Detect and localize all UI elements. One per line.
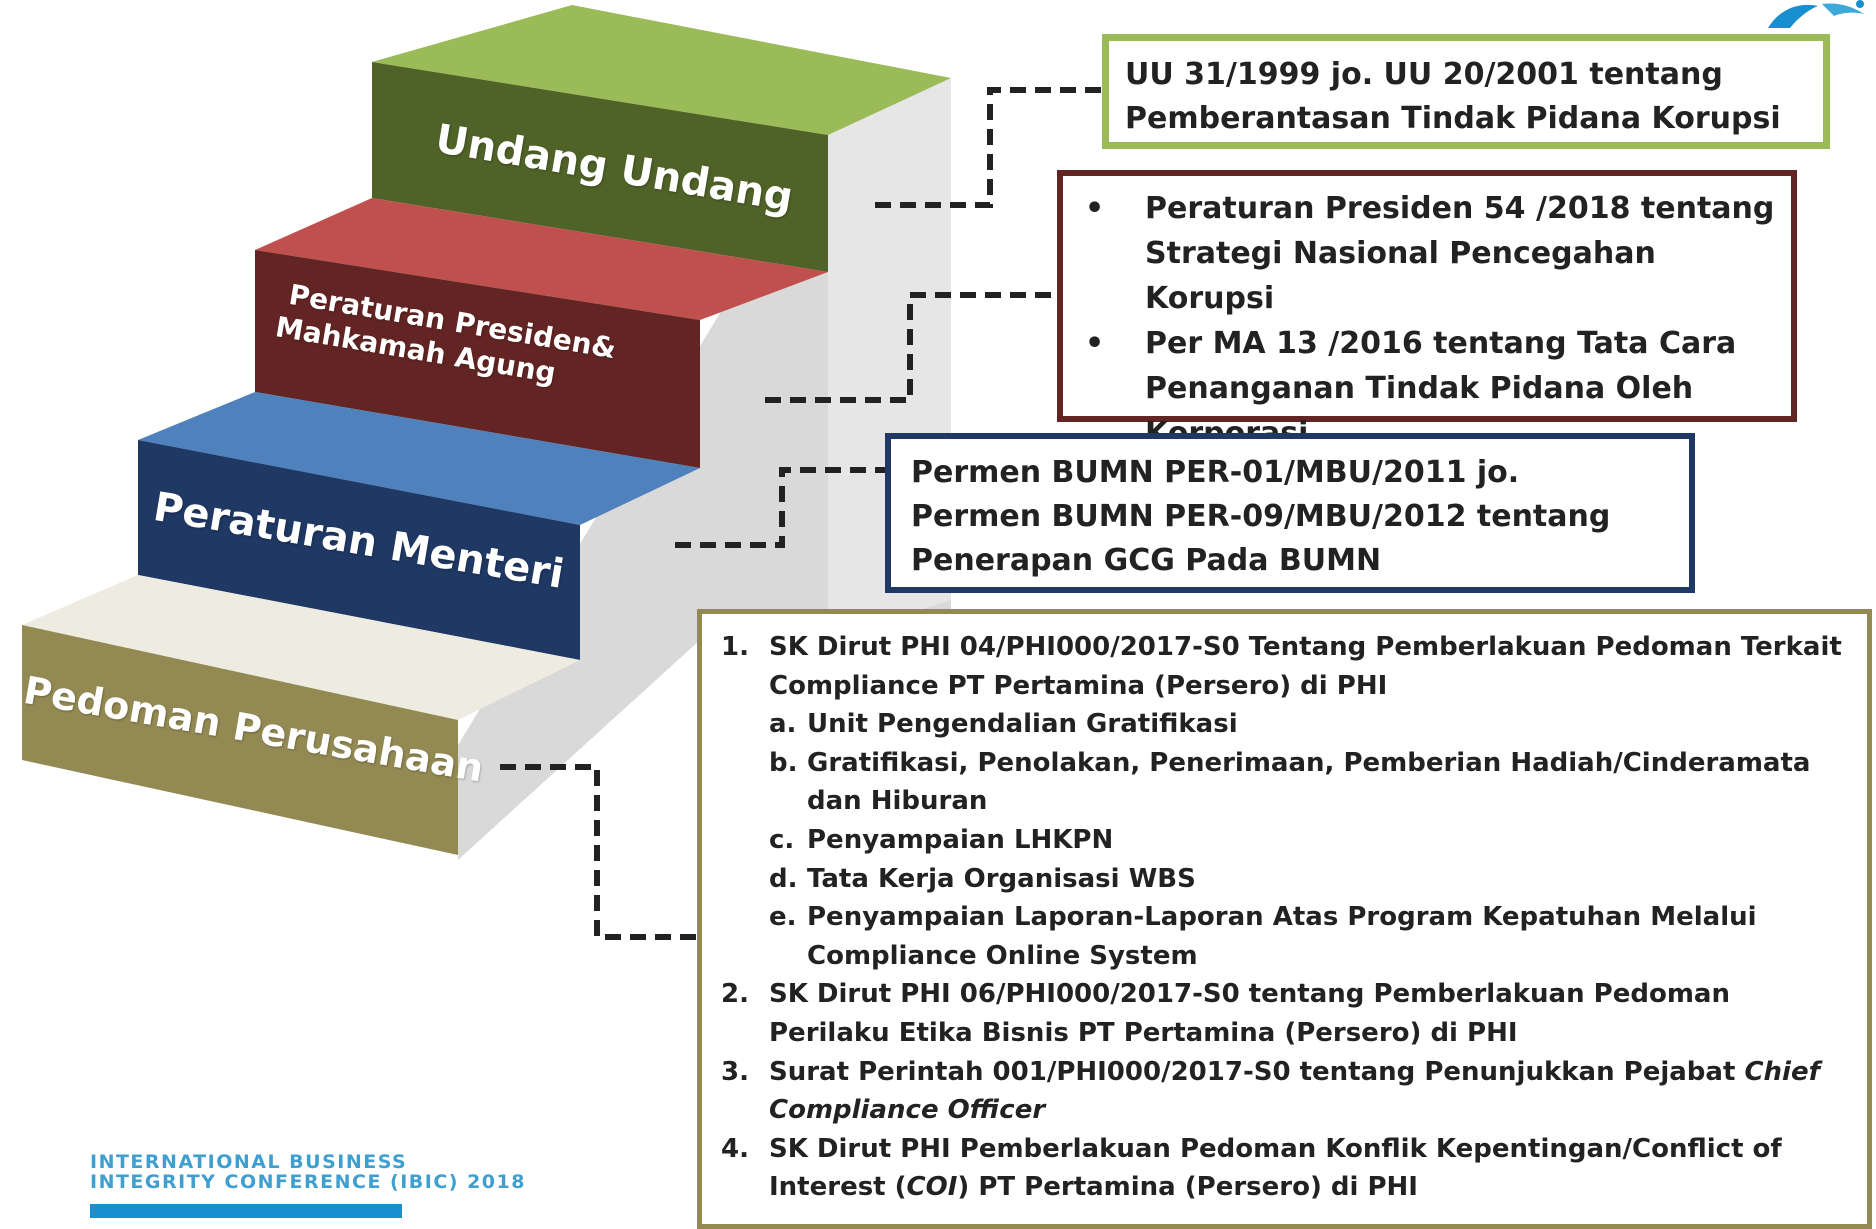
pedoman-item-4-text: SK Dirut PHI Pemberlakuan Pedoman Konfli… (769, 1133, 1782, 1203)
pedoman-item-1: 1. SK Dirut PHI 04/PHI000/2017-S0 Tentan… (702, 628, 1847, 975)
ibic-logo-bar (90, 1204, 402, 1218)
box-permen-text: Permen BUMN PER-01/MBU/2011 jo. Permen B… (911, 455, 1611, 578)
subitem-text: Penyampaian LHKPN (807, 824, 1114, 855)
ibic-logo-line2: INTEGRITY CONFERENCE (IBIC) 2018 (90, 1171, 526, 1193)
step-front-pedoman (22, 625, 458, 855)
pedoman-item-2-num: 2. (721, 979, 749, 1010)
pedoman-item-4-num: 4. (721, 1133, 749, 1164)
per-ma-item: Per MA 13 /2016 tentang Tata Cara Penang… (1063, 321, 1777, 456)
connector-undang (875, 87, 1105, 208)
connector-perpres (765, 292, 1060, 403)
pedoman-item-4-text-end: ) PT Pertamina (Persero) di PHI (957, 1172, 1418, 1203)
pedoman-subitem-b: b. Gratifikasi, Penolakan, Penerimaan, Pe… (769, 744, 1847, 821)
pedoman-item-1-text: SK Dirut PHI 04/PHI000/2017-S0 Tentang P… (769, 632, 1842, 701)
pedoman-item-3-text: Surat Perintah 001/PHI000/2017-S0 tentan… (769, 1056, 1745, 1087)
pedoman-subitem-d: d. Tata Kerja Organisasi WBS (769, 860, 1847, 899)
pedoman-item-3-italic: Chief Compliance Officer (769, 1056, 1820, 1126)
step-top-perpres (255, 198, 828, 320)
pedoman-item-2-text: SK Dirut PHI 06/PHI000/2017-S0 tentang P… (769, 979, 1730, 1048)
step-top-undang (372, 5, 951, 135)
step-top-pedoman (22, 575, 580, 720)
corner-logo-icon (1768, 0, 1864, 28)
box-undang-text: UU 31/1999 jo. UU 20/2001 tentang Pember… (1125, 57, 1781, 136)
step-front-perpres (255, 250, 700, 468)
subitem-letter: c. (769, 824, 795, 855)
pedoman-subitem-a: a. Unit Pengendalian Gratifikasi (769, 705, 1847, 744)
pedoman-item-4-italic: COI (906, 1172, 958, 1203)
subitem-letter: a. (769, 709, 797, 740)
pedoman-item-3: 3. Surat Perintah 001/PHI000/2017-S0 ten… (702, 1053, 1847, 1130)
step-top-permen (138, 392, 700, 525)
pedoman-subitem-c: c. Penyampaian LHKPN (769, 821, 1847, 860)
connector-permen (675, 467, 888, 548)
subitem-text: Gratifikasi, Penolakan, Penerimaan, Pemb… (807, 747, 1811, 817)
pedoman-subitem-e: e. Penyampaian Laporan-Laporan Atas Progr… (769, 898, 1847, 975)
box-permen-bumn: Permen BUMN PER-01/MBU/2011 jo. Permen B… (885, 433, 1695, 593)
subitem-text: Tata Kerja Organisasi WBS (807, 863, 1196, 894)
subitem-letter: d. (769, 863, 798, 894)
perpres-item: Peraturan Presiden 54 /2018 tentang Stra… (1063, 186, 1777, 321)
subitem-letter: b. (769, 747, 798, 778)
subitem-text: Unit Pengendalian Gratifikasi (807, 709, 1238, 740)
pedoman-item-4: 4. SK Dirut PHI Pemberlakuan Pedoman Kon… (702, 1130, 1847, 1207)
ibic-logo: INTERNATIONAL BUSINESS INTEGRITY CONFERE… (90, 1152, 526, 1192)
subitem-text: Penyampaian Laporan-Laporan Atas Program… (807, 902, 1757, 971)
box-pedoman-perusahaan: 1. SK Dirut PHI 04/PHI000/2017-S0 Tentan… (697, 609, 1872, 1229)
step-front-undang (372, 62, 828, 272)
step-front-permen (138, 440, 580, 660)
connector-pedoman (500, 764, 700, 940)
pedoman-item-3-num: 3. (721, 1056, 749, 1087)
subitem-letter: e. (769, 902, 797, 933)
box-undang-undang: UU 31/1999 jo. UU 20/2001 tentang Pember… (1102, 34, 1830, 149)
box-perpres-ma: Peraturan Presiden 54 /2018 tentang Stra… (1057, 170, 1797, 451)
pedoman-item-2: 2. SK Dirut PHI 06/PHI000/2017-S0 tentan… (702, 975, 1847, 1052)
pedoman-item-1-num: 1. (721, 632, 749, 662)
ibic-logo-line1: INTERNATIONAL BUSINESS (90, 1151, 408, 1173)
